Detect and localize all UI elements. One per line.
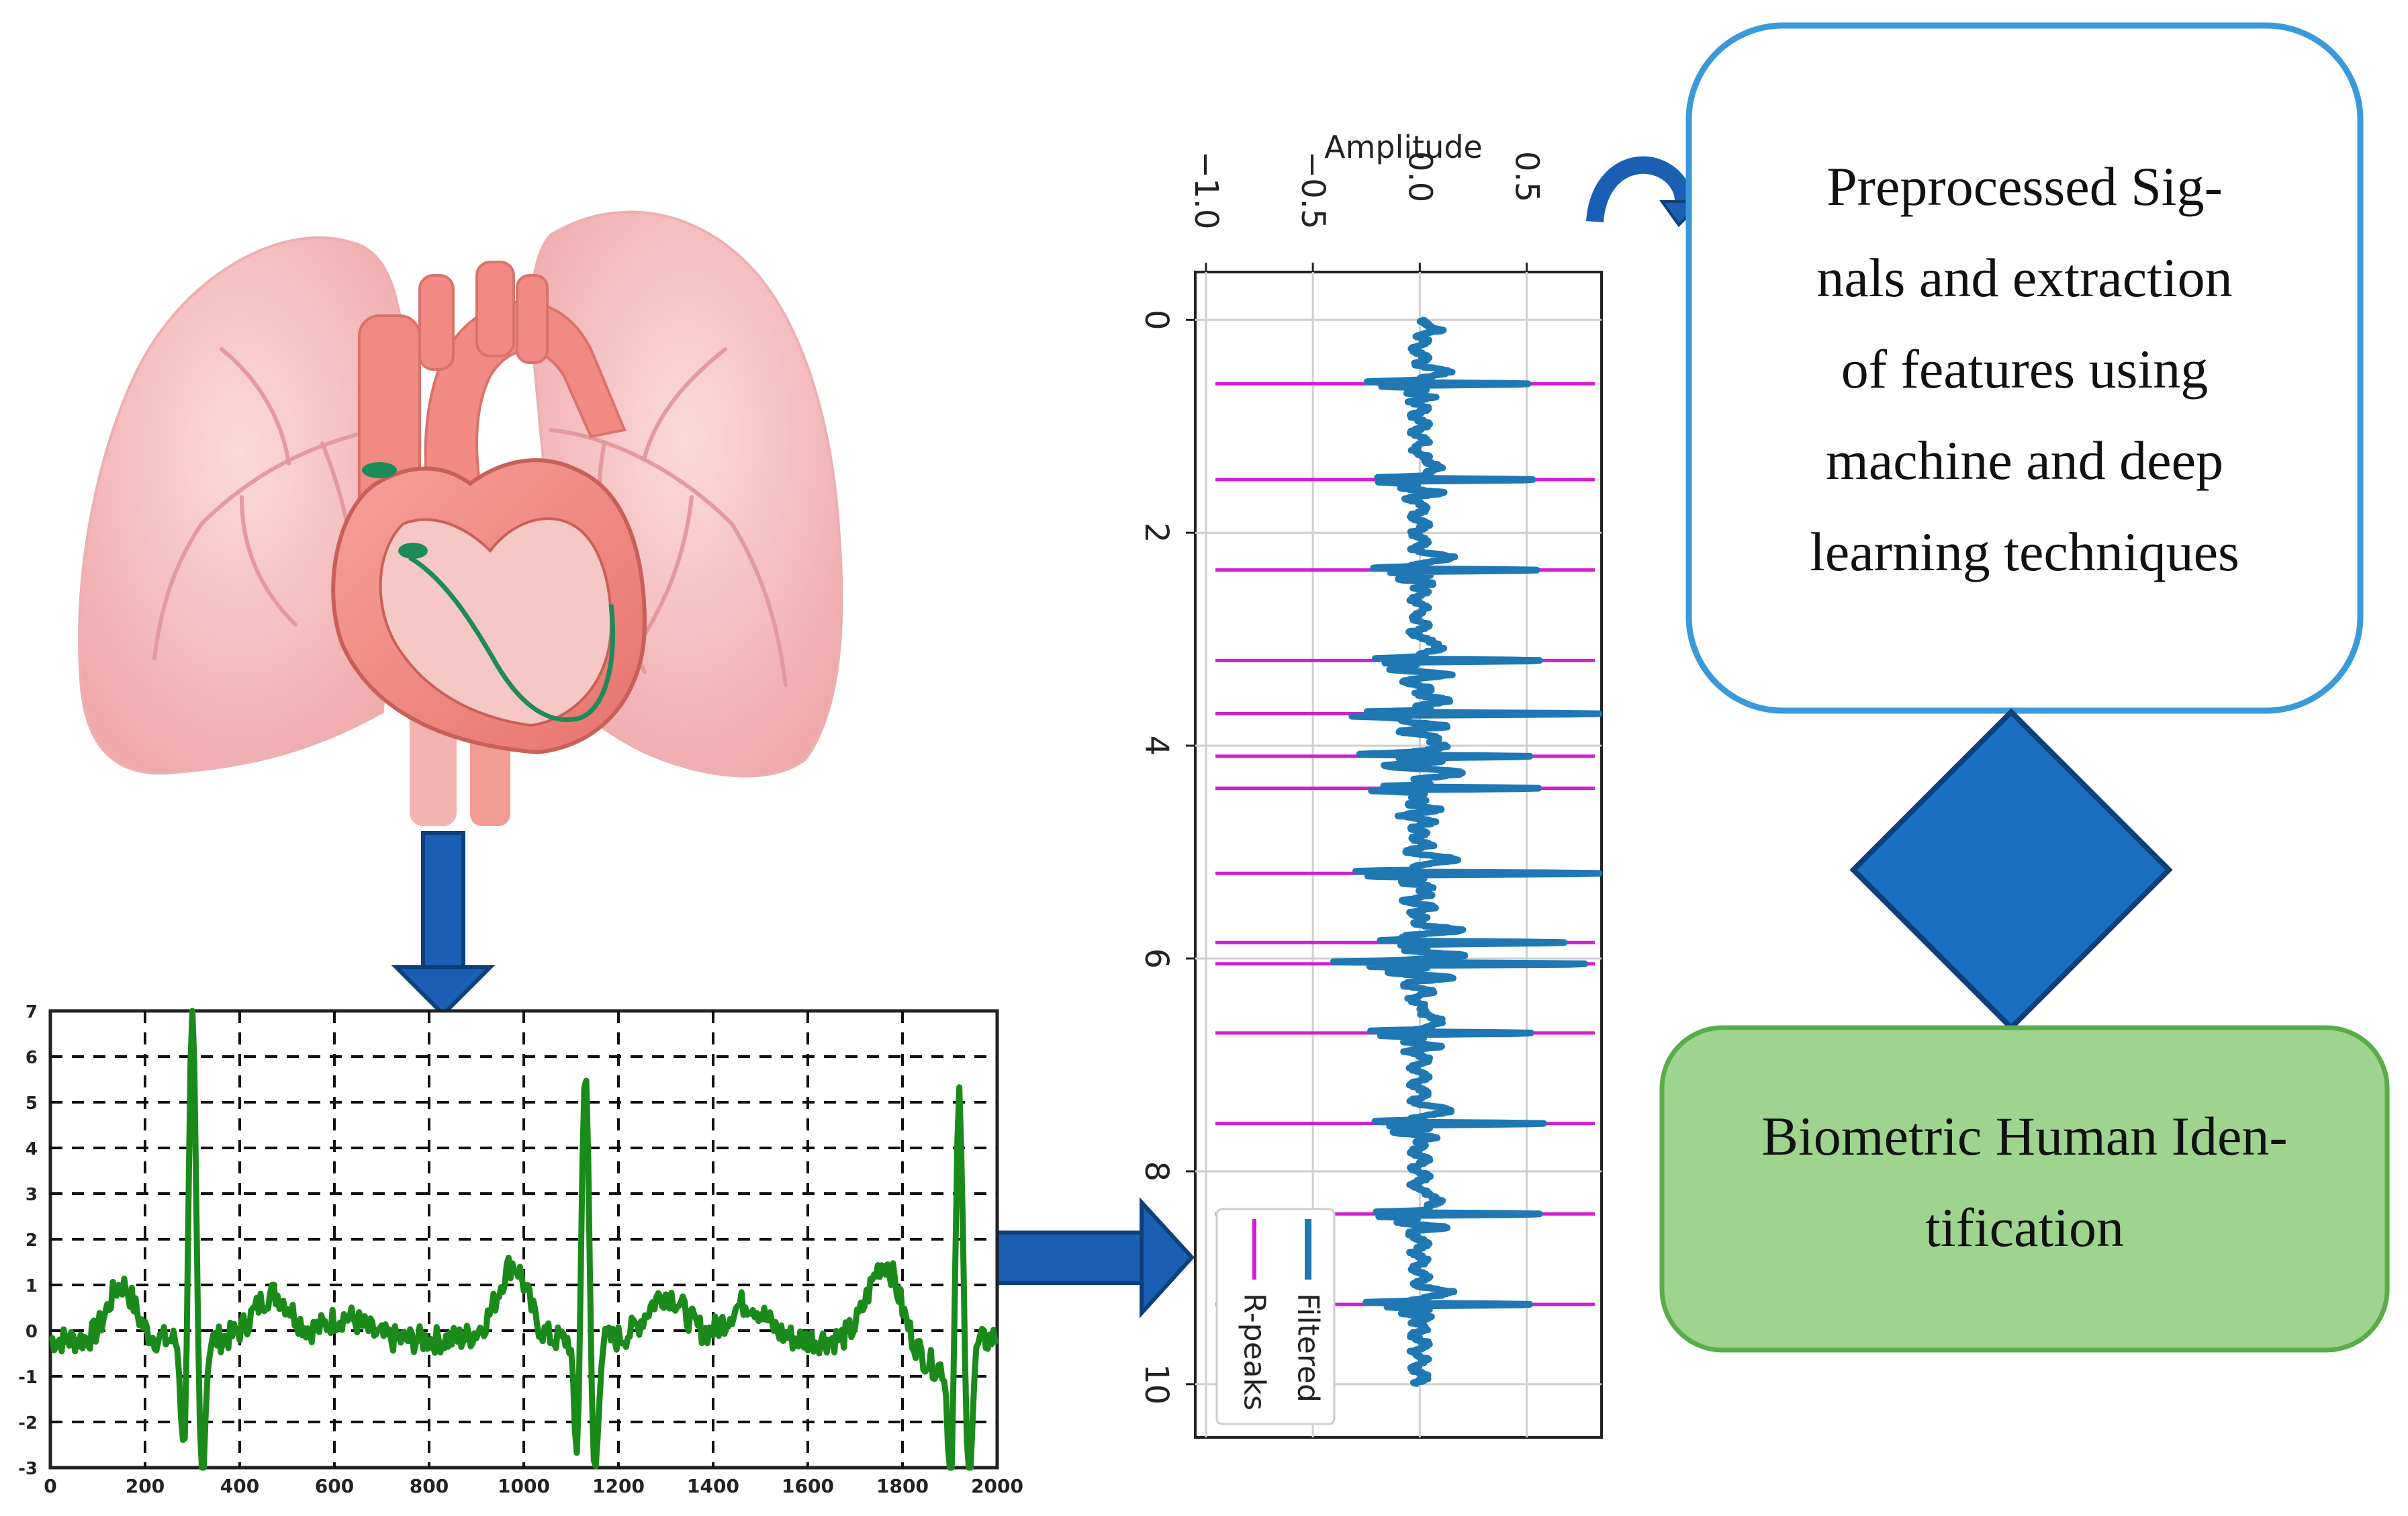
filtered-ecg-amplitude-label: Amplitude [1324, 129, 1483, 165]
raw-ecg-x-tick: 1000 [498, 1475, 550, 1497]
result-line-1: Biometric Human Iden- [1761, 1106, 2288, 1167]
process-box [1685, 22, 2364, 714]
raw-ecg-x-tick: 1200 [592, 1475, 645, 1497]
legend-filtered-label: Filtered [1291, 1293, 1326, 1402]
process-line-2: nals and extraction [1816, 247, 2233, 308]
raw-ecg-y-tick: 1 [26, 1276, 38, 1296]
arrow-right-icon [992, 1197, 1195, 1319]
raw-ecg-x-tick: 800 [410, 1475, 449, 1497]
raw-ecg-y-tick: 6 [26, 1048, 38, 1068]
filtered-ecg-series-line [1330, 316, 1603, 1387]
heart-chambers [379, 517, 613, 727]
filtered-ecg-amp-tick: −0.5 [1294, 151, 1332, 230]
process-line-4: machine and deep [1826, 430, 2223, 491]
arrow-down-icon [391, 831, 496, 1018]
filtered-ecg-time-tick: 2 [1138, 523, 1175, 543]
result-box [1659, 1025, 2390, 1353]
sa-node [362, 462, 397, 478]
raw-ecg-x-tick: 2000 [971, 1475, 1023, 1497]
bronchial-branches [152, 347, 788, 687]
filtered-ecg-time-tick: 6 [1138, 948, 1175, 969]
raw-ecg-x-ticks: 0 200 400 600 800 1000 1200 1400 1600 1800 2000 [44, 1475, 1023, 1497]
raw-ecg-x-tick: 600 [315, 1475, 354, 1497]
process-line-3: of features using [1841, 339, 2209, 400]
heart-lungs-icon [78, 210, 843, 826]
filtered-ecg-legend: Filtered R-peaks [1215, 1208, 1336, 1425]
aortic-branch-3 [516, 274, 549, 364]
raw-ecg-x-tick: 400 [220, 1475, 259, 1497]
filtered-ecg-amp-tick: 0.5 [1508, 151, 1546, 202]
process-line-1: Preprocessed Sig- [1826, 156, 2223, 217]
raw-ecg-series-line [48, 1008, 1000, 1471]
result-box-text: Biometric Human Iden- tification [1679, 1075, 2370, 1290]
raw-ecg-x-tick: 1800 [876, 1475, 929, 1497]
raw-ecg-x-tick: 1400 [687, 1475, 739, 1497]
filtered-ecg-chart: Amplitude −1.0 −0.5 0.0 0.5 0 2 4 6 8 10 Filtere… [1138, 129, 1603, 1439]
raw-ecg-x-tick: 200 [126, 1475, 165, 1497]
raw-ecg-y-tick: 3 [26, 1185, 38, 1205]
filtered-ecg-time-tick: 10 [1138, 1364, 1175, 1404]
raw-ecg-x-tick: 0 [44, 1475, 56, 1497]
raw-ecg-y-tick: 5 [26, 1094, 38, 1114]
raw-ecg-x-tick: 1600 [782, 1475, 834, 1497]
raw-ecg-y-tick: -1 [18, 1368, 38, 1388]
raw-ecg-y-tick: 7 [26, 1002, 38, 1022]
process-line-5: learning techniques [1810, 521, 2239, 582]
diamond-icon [1849, 708, 2173, 1032]
filtered-ecg-time-tick: 8 [1138, 1161, 1175, 1182]
raw-ecg-y-tick: -3 [18, 1459, 38, 1479]
process-box-text: Preprocessed Sig- nals and extraction of… [1706, 134, 2344, 605]
conduction-pathway [408, 555, 615, 722]
filtered-ecg-time-ticks: 0 2 4 6 8 10 [1138, 310, 1195, 1404]
aortic-branch-1 [418, 274, 455, 371]
aortic-branch-2 [475, 261, 515, 357]
raw-ecg-y-tick: 0 [26, 1322, 38, 1342]
raw-ecg-chart: 0 200 400 600 800 1000 1200 1400 1600 1800 2000 -3… [18, 1002, 1023, 1497]
filtered-ecg-amp-tick: −1.0 [1187, 151, 1225, 230]
filtered-ecg-time-tick: 4 [1138, 735, 1175, 756]
filtered-ecg-amp-tick: 0.0 [1401, 151, 1438, 202]
raw-ecg-y-tick: 4 [26, 1139, 38, 1159]
result-line-2: tification [1925, 1197, 2124, 1258]
av-node [398, 543, 428, 559]
raw-ecg-y-tick: -2 [18, 1413, 38, 1433]
filtered-ecg-time-tick: 0 [1138, 310, 1175, 330]
raw-ecg-y-ticks: -3 -2 -1 0 1 2 3 4 5 6 7 [18, 1002, 38, 1479]
raw-ecg-y-tick: 2 [26, 1231, 38, 1251]
legend-rpeaks-label: R-peaks [1238, 1293, 1272, 1411]
filtered-ecg-amplitude-ticks: −1.0 −0.5 0.0 0.5 [1187, 151, 1546, 272]
